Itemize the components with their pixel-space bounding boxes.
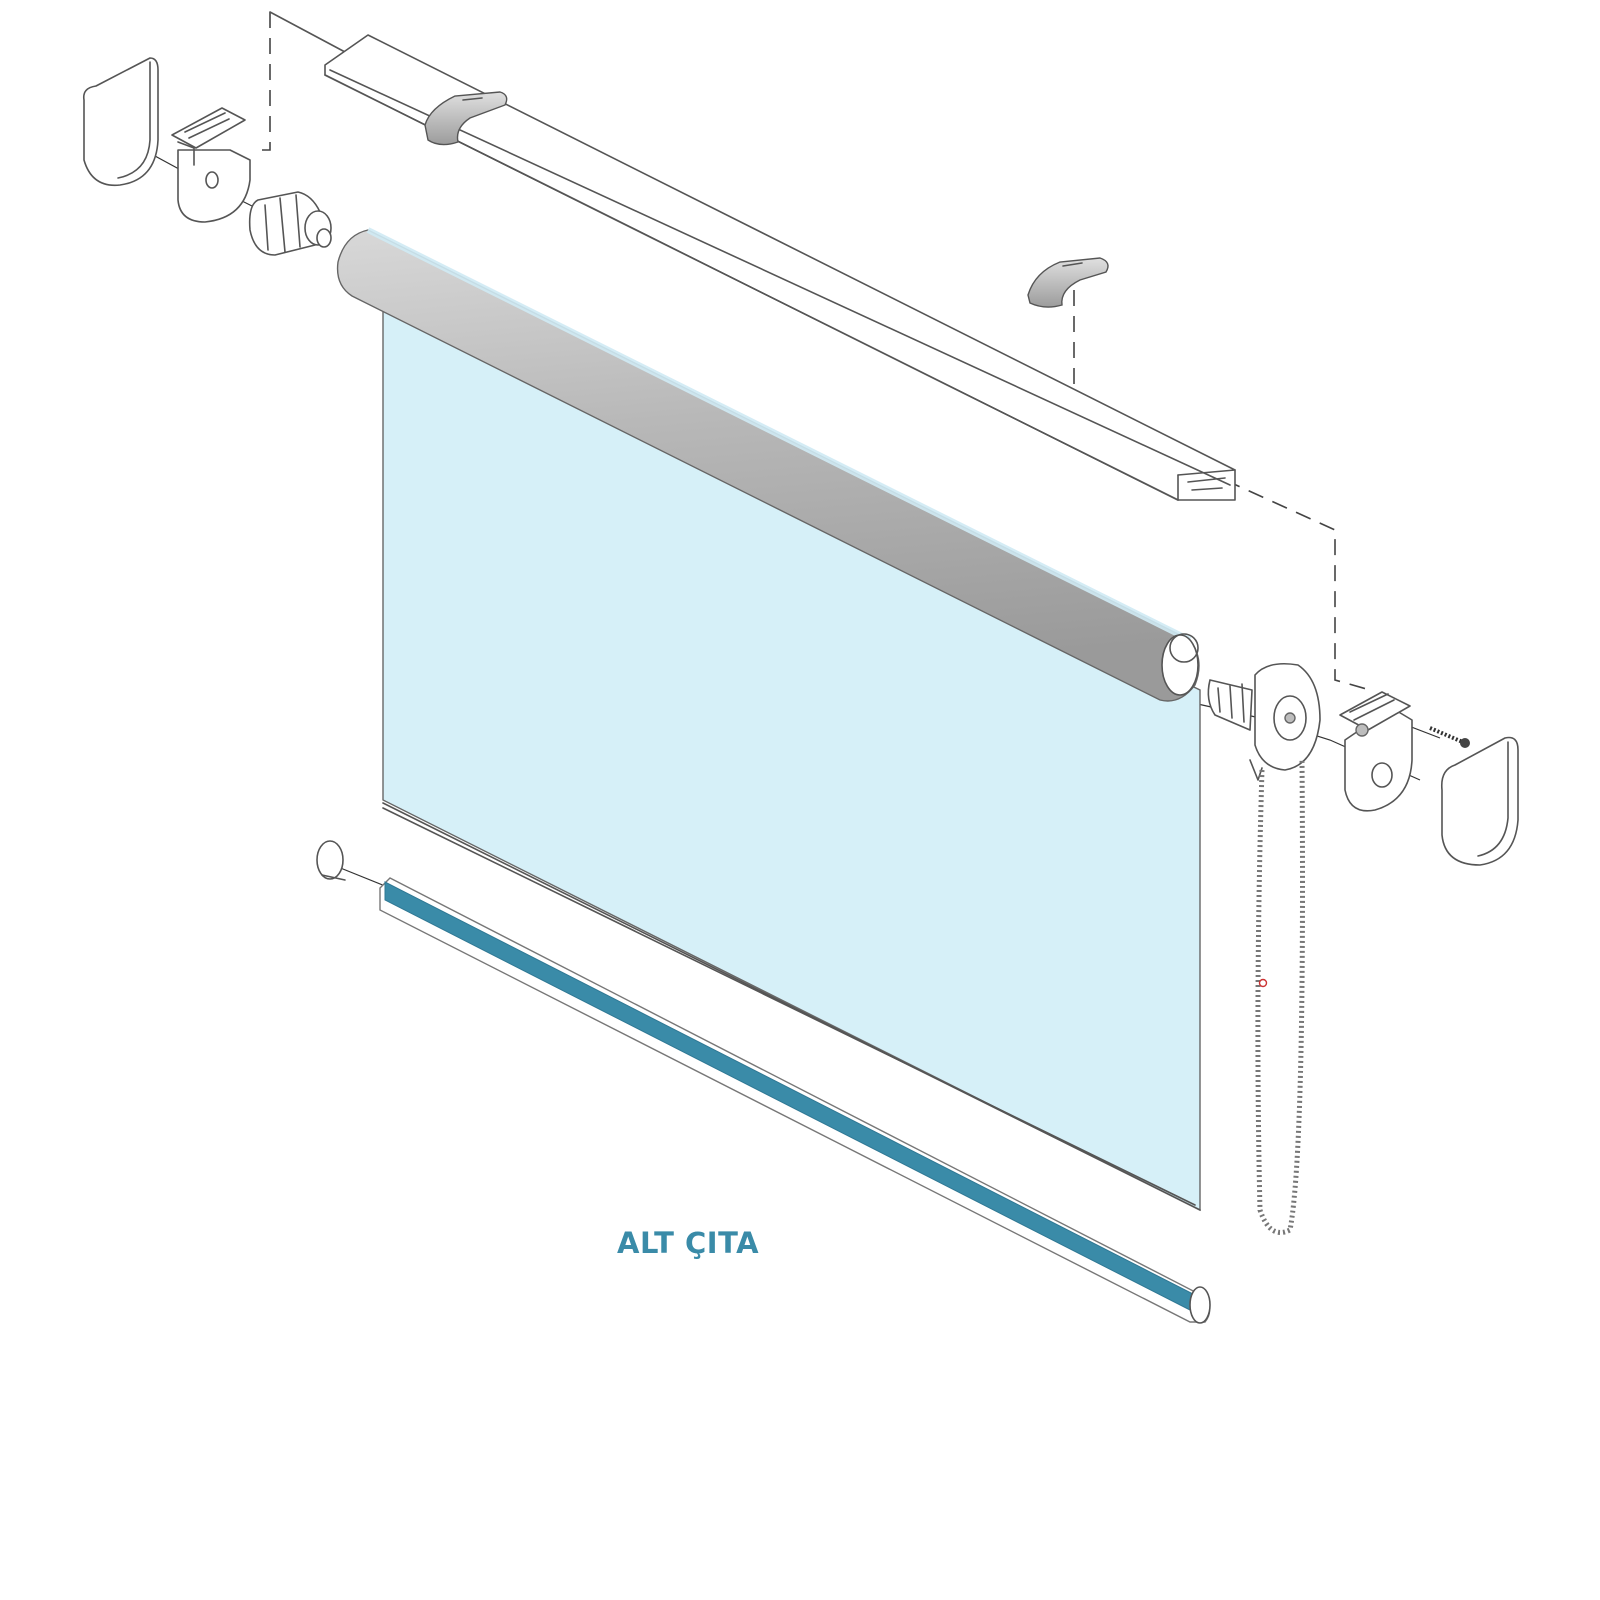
mounting-clip-icon xyxy=(1027,257,1109,308)
chain-control-mechanism-icon xyxy=(1207,662,1321,781)
right-bracket-icon xyxy=(1339,691,1413,812)
screw-icon xyxy=(1429,726,1470,748)
left-end-cap-icon xyxy=(82,57,159,187)
headrail-cassette-icon xyxy=(324,34,1236,501)
right-end-cap-icon xyxy=(1440,736,1519,866)
bottom-rail-label: ALT ÇITA xyxy=(617,1226,760,1260)
roller-tube-icon xyxy=(336,227,1200,702)
bottom-rail-icon xyxy=(379,877,1211,1324)
left-bracket-icon xyxy=(171,107,251,223)
left-tube-plug-icon xyxy=(248,191,332,256)
bottom-rail-end-cap-icon xyxy=(316,840,346,881)
mounting-clip-icon xyxy=(424,91,508,146)
bead-chain-icon xyxy=(1255,759,1305,1235)
